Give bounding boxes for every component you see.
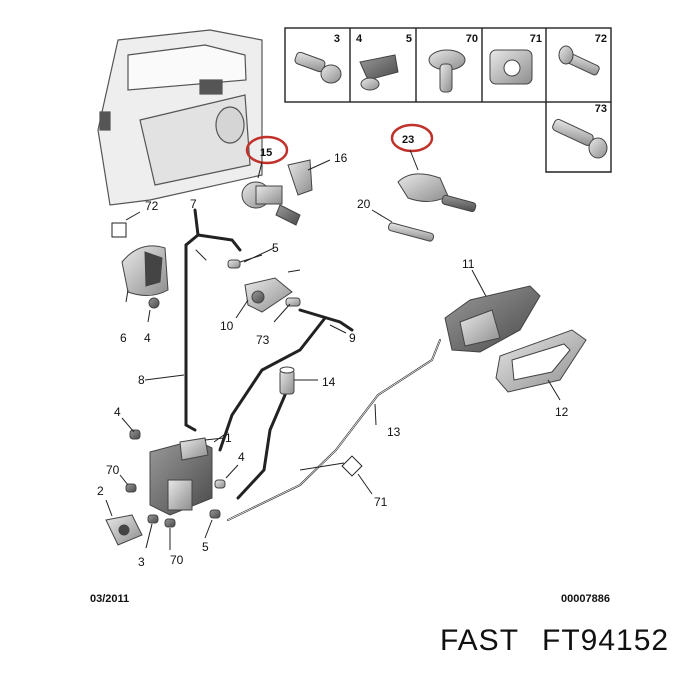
callout-9: 9 xyxy=(349,331,356,345)
cable-tag-71 xyxy=(299,455,373,495)
callout-70-bottom: 70 xyxy=(170,553,184,567)
callout-12: 12 xyxy=(555,405,569,419)
callout-73-table: 73 xyxy=(595,103,607,115)
clip-4 xyxy=(359,54,399,91)
callout-71: 71 xyxy=(374,495,388,509)
key-blade-20 xyxy=(371,209,435,242)
callout-3: 3 xyxy=(138,555,145,569)
rods-and-cables xyxy=(184,208,441,521)
door-panel-illustration xyxy=(97,29,263,206)
callout-70-left: 70 xyxy=(106,463,120,477)
nut-71 xyxy=(489,49,533,85)
lock-module-1 xyxy=(121,417,239,516)
callout-72: 72 xyxy=(145,199,159,213)
callout-72-table: 72 xyxy=(595,33,607,45)
handle-bezel-12 xyxy=(495,329,587,401)
callout-8: 8 xyxy=(138,373,145,387)
callout-2: 2 xyxy=(97,484,104,498)
screw-73 xyxy=(552,118,608,159)
callout-4: 4 xyxy=(144,331,151,345)
callout-4-right: 4 xyxy=(238,450,245,464)
part-number: FT94152 xyxy=(542,624,669,657)
callout-70-table: 70 xyxy=(466,33,478,45)
callout-14: 14 xyxy=(322,375,336,389)
brand-name: FAST xyxy=(440,624,519,657)
callout-71-table: 71 xyxy=(530,33,542,45)
small-parts-table xyxy=(284,27,612,173)
diagram-date: 03/2011 xyxy=(90,593,129,605)
callout-3-table: 3 xyxy=(334,33,340,45)
callout-7: 7 xyxy=(190,197,197,211)
callout-11: 11 xyxy=(462,257,475,271)
diagram-reference: 00007886 xyxy=(561,593,610,605)
callout-73: 73 xyxy=(256,333,270,347)
callout-5-lower: 5 xyxy=(202,540,209,554)
rivet-72 xyxy=(558,45,600,76)
callout-10: 10 xyxy=(220,319,234,333)
callout-1: 1 xyxy=(225,431,232,445)
bracket-2 xyxy=(105,474,221,550)
bushing-14 xyxy=(279,366,318,395)
callout-6: 6 xyxy=(120,331,127,345)
callout-20: 20 xyxy=(357,197,371,211)
highlight-circle-23 xyxy=(390,123,434,153)
callout-4-table: 4 xyxy=(356,33,363,45)
lock-barrel-15 xyxy=(241,159,331,226)
key-23 xyxy=(397,149,477,213)
callout-5-table: 5 xyxy=(406,33,412,45)
screw-3 xyxy=(294,51,342,84)
callout-5: 5 xyxy=(272,241,279,255)
outer-handle-6 xyxy=(111,211,169,323)
callout-4-lower: 4 xyxy=(114,405,121,419)
highlight-circle-15 xyxy=(245,135,289,165)
lever-assembly-10 xyxy=(227,254,301,323)
inner-handle-11 xyxy=(444,269,541,353)
callout-13: 13 xyxy=(387,425,401,439)
callout-23: 23 xyxy=(402,134,414,146)
callout-16: 16 xyxy=(334,151,348,165)
leader-lines xyxy=(144,247,377,443)
callout-15: 15 xyxy=(260,147,272,159)
screw-70 xyxy=(428,49,466,93)
